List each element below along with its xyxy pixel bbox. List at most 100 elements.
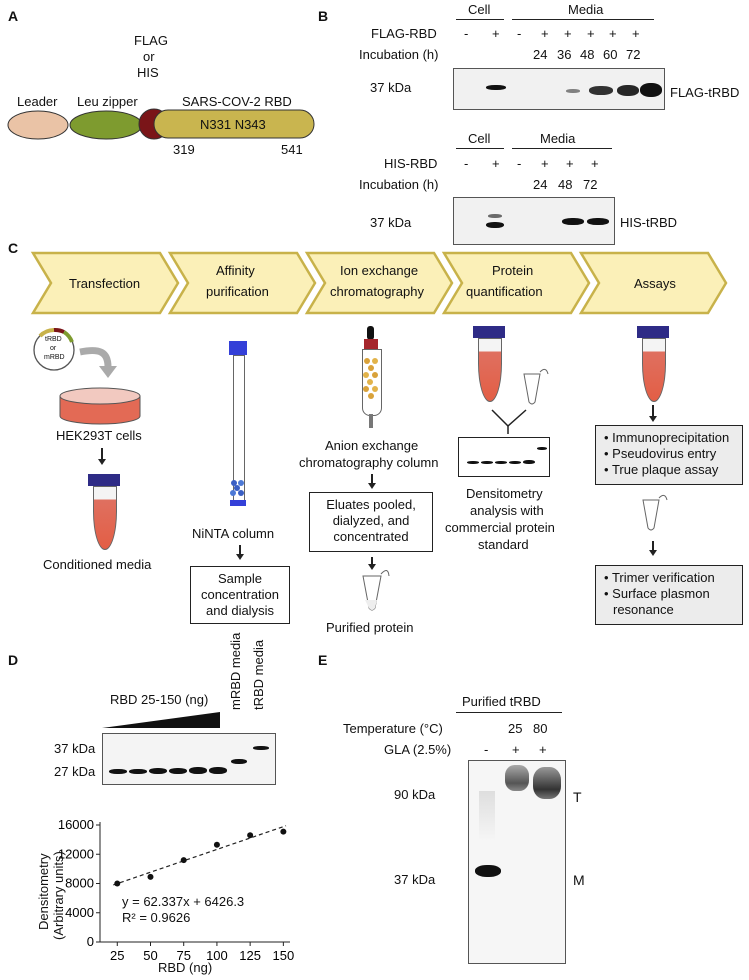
assay-1-item-3: • True plaque assay — [604, 462, 719, 477]
d-band-50 — [129, 769, 147, 774]
anion-column-cap — [364, 339, 378, 349]
e-blot-image — [468, 760, 566, 964]
arrow-anion-to-eluates — [368, 474, 375, 489]
chart-equation: y = 62.337x + 6426.3 — [122, 894, 245, 909]
e-gla-plus-2: + — [539, 742, 547, 757]
microtube-icon-1 — [362, 570, 390, 611]
panel-label-e: E — [318, 652, 328, 668]
flag-sign-1: + — [492, 26, 500, 41]
flag-sign-4: + — [564, 26, 572, 41]
chevron-ion-exchange — [304, 251, 454, 315]
e-gla-minus: - — [484, 742, 489, 757]
e-gla-plus-1: + — [512, 742, 520, 757]
his-hour-0: 24 — [533, 177, 548, 192]
his-sign-5: + — [591, 156, 599, 171]
panel-label-b: B — [318, 8, 329, 24]
e-mw-37: 37 kDa — [394, 872, 436, 887]
rbd-title-label: SARS-COV-2 RBD — [182, 94, 292, 109]
step-ion-l1: Ion exchange — [340, 263, 419, 278]
his-cell-line — [456, 148, 504, 149]
ninta-column-base — [230, 500, 246, 506]
flag-sign-5: + — [587, 26, 595, 41]
rbd-construct-diagram — [7, 108, 315, 140]
rbd-domain — [153, 109, 315, 139]
flag-sign-3: + — [541, 26, 549, 41]
anion-label-line1: Anion exchange — [325, 438, 419, 453]
his-incubation-label: Incubation (h) — [359, 177, 439, 192]
e-band-trimer-25 — [505, 765, 529, 791]
panel-label-c: C — [8, 240, 19, 256]
d-band-150 — [209, 767, 227, 774]
his-media-header: Media — [540, 131, 576, 146]
his-band-48h — [562, 218, 584, 225]
flag-band-36h — [566, 89, 580, 93]
anion-resin-beads — [363, 358, 378, 399]
flag-cell-header: Cell — [468, 2, 491, 17]
assay-2-item-1: • Trimer verification — [604, 570, 715, 585]
eluates-box: Eluates pooled, dialyzed, and concentrat… — [309, 492, 433, 552]
arrow-tube-to-assays — [649, 405, 656, 422]
step-affinity-l2: purification — [206, 284, 269, 299]
tube-conditioned — [93, 486, 117, 550]
sample-concentration-box: Sample concentration and dialysis — [190, 566, 290, 624]
ninta-resin-beads — [230, 480, 244, 496]
flag-band-72h — [640, 83, 662, 97]
standard-band-3 — [495, 461, 507, 464]
tube-cap-1 — [88, 474, 120, 486]
flag-band-label: FLAG-tRBD — [670, 85, 740, 100]
assay-1-item-1: • Immunoprecipitation — [604, 430, 730, 445]
chevron-protein-quant — [441, 251, 591, 315]
end-residue: 541 — [281, 142, 303, 157]
step-assays: Assays — [634, 276, 676, 291]
plasmid-label-2: or — [50, 345, 57, 352]
his-band-cell-upper — [488, 214, 502, 218]
anion-column-outlet — [369, 414, 373, 428]
chart-y-tick-label-0: 0 — [87, 934, 94, 949]
mrbd-media-label: mRBD media — [228, 632, 243, 710]
e-trimer-label: T — [573, 789, 582, 805]
d-band-mrbd — [231, 759, 247, 764]
step-protein-l2: quantification — [466, 284, 543, 299]
leader-label: Leader — [17, 94, 58, 109]
chevron-assays — [578, 251, 728, 315]
assay-2-item-3: resonance — [613, 602, 674, 617]
flag-sign-7: + — [632, 26, 640, 41]
chevron-transfection — [30, 251, 180, 315]
step-protein-l1: Protein — [492, 263, 534, 278]
e-temp-label: Temperature (°C) — [343, 721, 443, 736]
e-title-line — [456, 712, 562, 713]
standard-band-2 — [481, 461, 493, 464]
his-sign-0: - — [464, 156, 469, 171]
his-blot-image — [453, 197, 615, 245]
his-hour-1: 48 — [558, 177, 573, 192]
flag-sign-6: + — [609, 26, 617, 41]
assay-1-item-2: • Pseudovirus entry — [604, 446, 717, 461]
conditioned-media-label: Conditioned media — [43, 557, 152, 572]
e-title: Purified tRBD — [462, 694, 541, 709]
plasmid-label-3: mRBD — [44, 354, 65, 361]
tube-assays — [642, 338, 666, 402]
culture-dish-icon — [59, 387, 141, 425]
his-band-72h — [587, 218, 609, 225]
tube-protein-quant — [478, 338, 502, 402]
e-mw-90: 90 kDa — [394, 787, 436, 802]
chart-y-tick-label-1: 4000 — [65, 905, 94, 920]
leu-zipper-label: Leu zipper — [77, 94, 138, 109]
rbd-sites-label: N331 N343 — [200, 117, 266, 132]
panel-label-d: D — [8, 652, 19, 668]
leader-domain — [7, 110, 69, 140]
his-rbd-row-label: HIS-RBD — [384, 156, 438, 171]
flag-band-60h — [617, 85, 639, 96]
standard-blot-box — [458, 437, 550, 477]
his-band-cell-lower — [486, 222, 504, 228]
step-affinity-l1: Affinity — [216, 263, 255, 278]
ramp-label: RBD 25-150 (ng) — [110, 692, 209, 707]
tag-label-line3: HIS — [137, 65, 159, 80]
standard-band-1 — [467, 461, 479, 464]
arrow-hek-to-tube — [98, 448, 105, 465]
flag-cell-line — [456, 19, 504, 20]
chart-x-tick-label-2: 75 — [176, 948, 190, 963]
d-mw-27: 27 kDa — [54, 764, 96, 779]
his-sign-1: + — [492, 156, 500, 171]
